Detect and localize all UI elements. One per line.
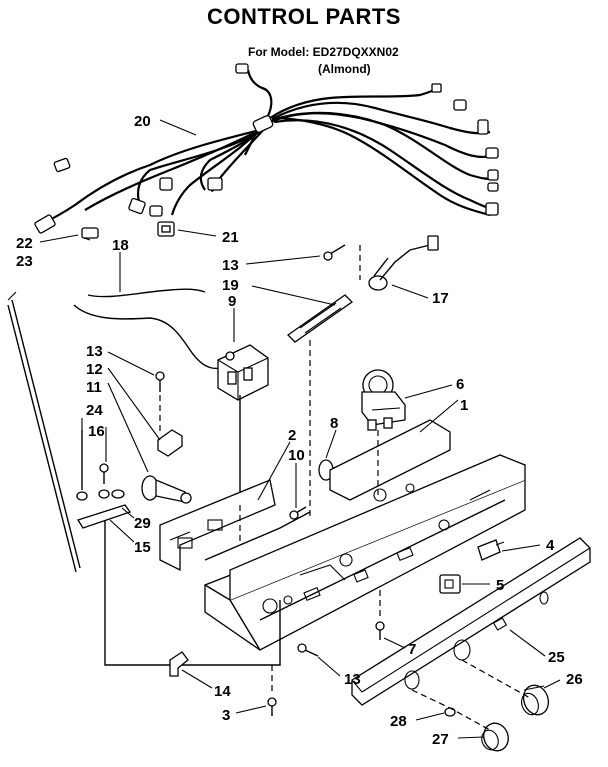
callout-10: 10: [288, 447, 305, 464]
control-panel-25: [351, 537, 591, 706]
clip-12: [157, 429, 183, 457]
knob-26: [521, 684, 550, 716]
color-variant: (Almond): [318, 62, 371, 76]
light-switch-4: [477, 539, 505, 561]
page-title: CONTROL PARTS: [207, 4, 401, 29]
bracket-lower: [204, 511, 311, 561]
callout-11: 11: [86, 379, 102, 396]
clip-14: [169, 651, 189, 677]
lever-15: [77, 489, 132, 529]
control-knob-shaft-11: [141, 475, 192, 504]
callout-9: 9: [228, 293, 236, 310]
callout-15: 15: [134, 539, 151, 556]
callout-8: 8: [330, 415, 338, 432]
callout-labels: 20 22 23 21 18 13 19 17 9 13 12 11 24 16…: [16, 113, 583, 748]
model-number: For Model: ED27DQXXN02: [248, 45, 399, 59]
callout-20: 20: [134, 113, 151, 130]
screw-13-lower: [297, 643, 319, 657]
callout-14: 14: [214, 683, 231, 700]
callout-3: 3: [222, 707, 230, 724]
screw-3: [267, 665, 277, 716]
control-housing-1: [204, 419, 526, 651]
callout-4: 4: [546, 537, 555, 554]
callout-13-lower: 13: [344, 671, 361, 688]
screw-10: [289, 506, 307, 520]
switch-5: [439, 574, 461, 594]
callout-1: 1: [460, 397, 468, 414]
washer-24: [76, 430, 88, 501]
callout-16: 16: [88, 423, 105, 440]
temperature-control-6: [361, 369, 406, 431]
screw-7: [375, 590, 385, 640]
callout-18: 18: [112, 237, 129, 254]
light-socket-17: [368, 235, 439, 291]
sensor-19: [286, 294, 354, 343]
callout-13-top: 13: [222, 257, 239, 274]
defrost-timer-9: [217, 344, 269, 401]
callout-24: 24: [86, 402, 103, 419]
callout-25: 25: [548, 649, 565, 666]
callout-26: 26: [566, 671, 583, 688]
callout-29: 29: [134, 515, 151, 532]
leader-lines: [39, 119, 561, 739]
bracket-2: [159, 479, 276, 572]
callout-21: 21: [222, 229, 239, 246]
callout-17: 17: [432, 290, 449, 307]
washer-28: [444, 707, 456, 717]
callout-2: 2: [288, 427, 296, 444]
callout-6: 6: [456, 376, 464, 393]
screw-16: [98, 463, 110, 499]
callout-19: 19: [222, 277, 239, 294]
callout-5: 5: [496, 577, 504, 594]
screw-13-top: [323, 244, 346, 261]
heater-wire: [87, 288, 206, 298]
callout-28: 28: [390, 713, 407, 730]
rod-23: [7, 291, 81, 573]
callout-27: 27: [432, 731, 449, 748]
knob-27: [481, 722, 509, 752]
clip-21: [157, 221, 175, 237]
callout-13-mid: 13: [86, 343, 103, 360]
callout-7: 7: [408, 641, 416, 658]
clip-22: [81, 227, 99, 241]
callout-23: 23: [16, 253, 33, 270]
callout-22: 22: [16, 235, 33, 252]
screw-13-mid: [155, 371, 165, 392]
wiring-harness: [34, 63, 499, 234]
callout-12: 12: [86, 361, 103, 378]
